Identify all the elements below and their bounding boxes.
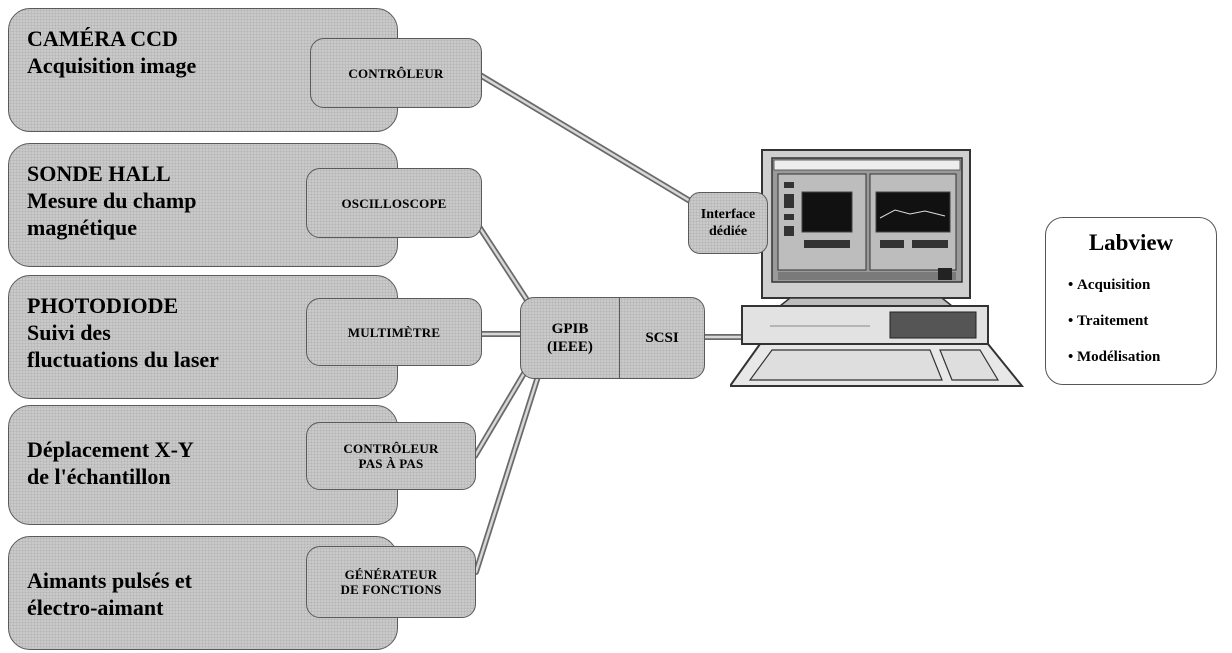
dedicated-interface-box: Interface dédiée — [688, 192, 768, 254]
controller-box-oscilloscope: OSCILLOSCOPE — [306, 168, 482, 238]
controller-box-ccd: CONTRÔLEUR — [310, 38, 482, 108]
controller-box-function-generator: GÉNÉRATEUR DE FONCTIONS — [306, 546, 476, 618]
gpib-bus-box: GPIB (IEEE) — [520, 297, 620, 379]
device-box-photodiode: PHOTODIODE Suivi des fluctuations du las… — [8, 275, 398, 399]
device-title: Déplacement X-Y de l'échantillon — [27, 437, 194, 489]
controller-box-stepper: CONTRÔLEUR PAS À PAS — [306, 422, 476, 490]
device-title: CAMÉRA CCD Acquisition image — [27, 26, 197, 78]
device-title: Aimants pulsés et électro-aimant — [27, 568, 193, 620]
labview-item-acquisition: Acquisition — [1068, 276, 1160, 312]
scsi-bus-box: SCSI — [619, 297, 705, 379]
labview-feature-list: Acquisition Traitement Modélisation — [1068, 276, 1160, 384]
computer-icon — [730, 149, 1025, 387]
device-title: SONDE HALL Mesure du champ magnétique — [27, 161, 197, 240]
labview-item-processing: Traitement — [1068, 312, 1160, 348]
controller-box-multimeter: MULTIMÈTRE — [306, 298, 482, 366]
labview-title: Labview — [1088, 230, 1174, 255]
labview-box: Labview Acquisition Traitement Modélisat… — [1045, 217, 1217, 385]
device-title: PHOTODIODE Suivi des fluctuations du las… — [27, 293, 219, 372]
labview-item-modeling: Modélisation — [1068, 348, 1160, 384]
